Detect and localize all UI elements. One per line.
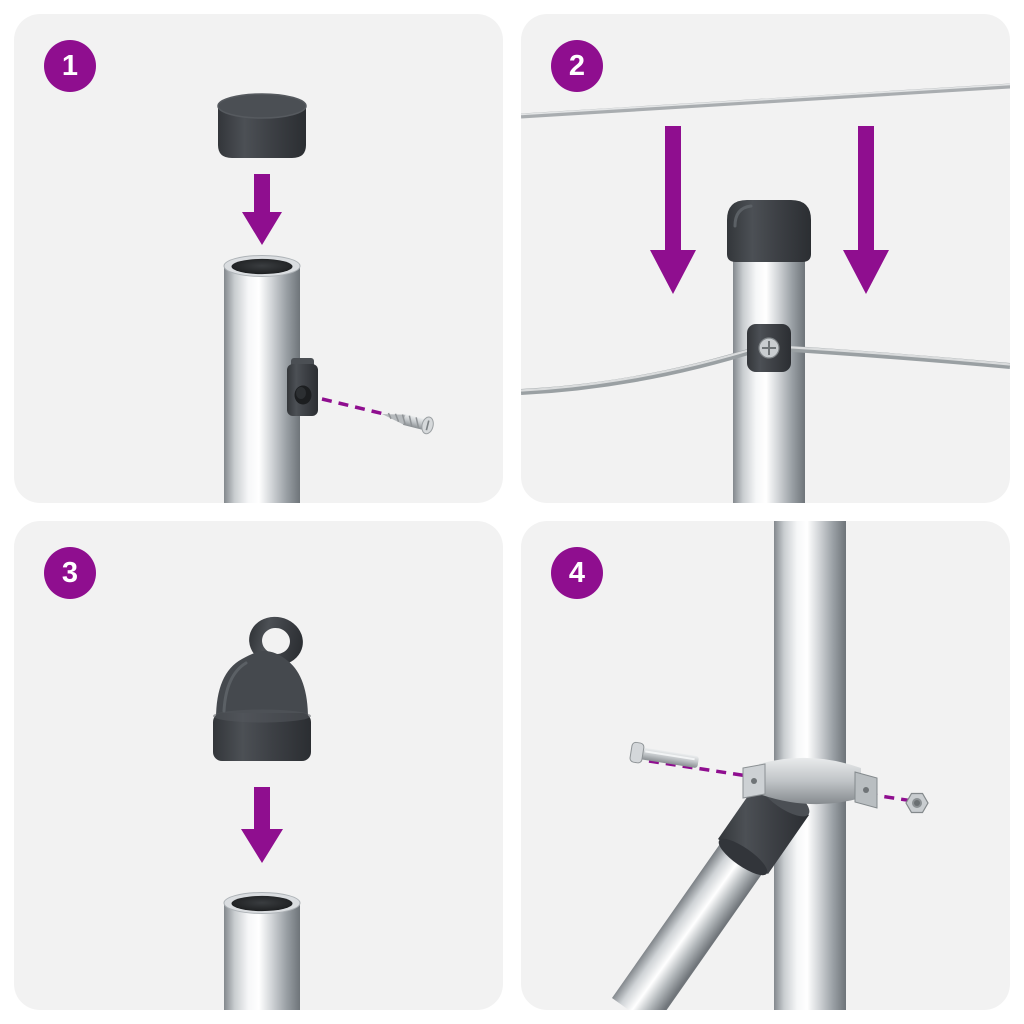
bolt-icon — [629, 741, 699, 768]
step-number: 4 — [568, 556, 586, 589]
screw-guide-line — [321, 397, 385, 416]
step-number: 2 — [568, 49, 586, 82]
eye-cap — [213, 616, 311, 761]
down-arrow-icon — [242, 174, 282, 245]
step-number-badge: 1 — [44, 40, 96, 92]
step-4-illustration — [612, 521, 929, 1010]
nut-icon — [905, 792, 929, 814]
post-cap — [217, 93, 307, 158]
step-2-illustration — [521, 83, 1010, 503]
step-panel-1: 1 — [14, 14, 503, 503]
down-arrow-icon — [843, 126, 889, 294]
step-panel-3: 3 — [14, 521, 503, 1010]
step-number-badge: 2 — [551, 40, 603, 92]
lower-wire — [521, 345, 1010, 395]
step-number-badge: 4 — [551, 547, 603, 599]
pipe-clamp — [742, 757, 878, 809]
wire-clamp — [287, 358, 318, 416]
step-1-illustration — [217, 93, 434, 503]
step-panel-2: 2 — [521, 14, 1010, 503]
step-number-badge: 3 — [44, 547, 96, 599]
capped-post — [727, 200, 811, 503]
step-number: 3 — [61, 556, 79, 589]
upper-wire — [521, 83, 1010, 119]
down-arrow-icon — [241, 787, 283, 863]
step-3-illustration — [213, 616, 311, 1010]
down-arrow-icon — [650, 126, 696, 294]
screw-icon — [381, 412, 434, 435]
wire-clamp — [747, 324, 791, 372]
post — [223, 892, 301, 1010]
step-number: 1 — [61, 49, 79, 82]
step-panel-4: 4 — [521, 521, 1010, 1010]
